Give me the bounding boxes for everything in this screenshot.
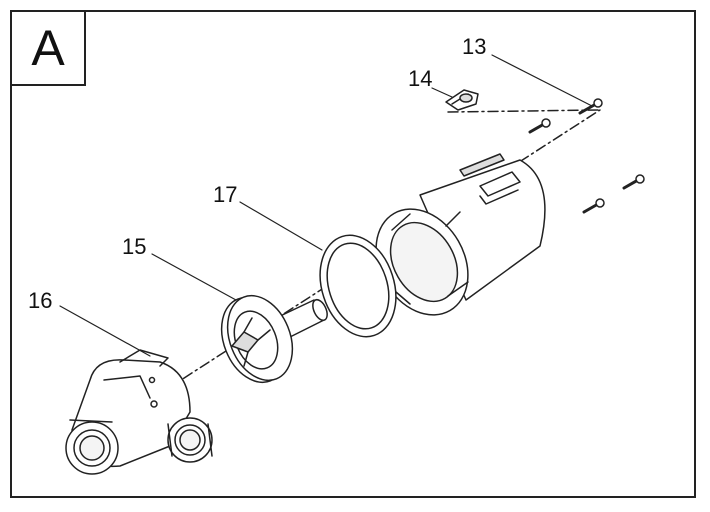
leader-15 [151,253,237,301]
callout-15: 15 [122,234,147,259]
leader-16 [59,305,151,357]
screw [622,174,645,190]
clip-part-14 [445,89,479,111]
leader-14 [431,87,453,98]
leader-lines [59,54,593,357]
callout-13: 13 [462,34,487,59]
diagram-frame [10,10,696,498]
impeller-part-15 [220,294,328,384]
gasket-part-17 [319,234,397,338]
screw [582,198,605,214]
panel-label: A [31,20,65,76]
callout-16: 16 [28,288,53,313]
leader-17 [239,201,323,251]
pump-housing-part-16 [65,349,213,475]
callout-14: 14 [408,66,433,91]
callout-17: 17 [213,182,238,207]
screw [528,118,551,134]
screw [578,98,603,115]
motor-housing [375,153,546,316]
panel-label-box: A [10,10,86,86]
screws-part-13 [528,98,645,214]
leader-13 [491,54,593,107]
